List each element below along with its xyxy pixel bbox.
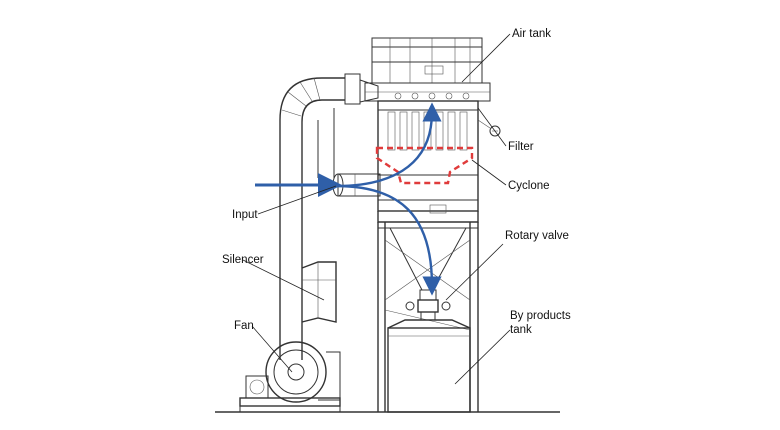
label-input: Input (232, 209, 258, 221)
label-by-products-line1: By products (510, 310, 571, 322)
label-silencer: Silencer (222, 254, 264, 266)
cyclone-outline (375, 146, 474, 185)
label-air-tank: Air tank (512, 28, 551, 40)
label-rotary-valve: Rotary valve (505, 230, 569, 242)
rotary-valve (405, 289, 451, 321)
label-fan: Fan (234, 320, 254, 332)
by-products-tank (387, 319, 471, 413)
downward-flow-arrow (335, 184, 442, 296)
air-tank (364, 37, 491, 102)
label-cyclone: Cyclone (508, 180, 550, 192)
label-by-products-line2: tank (510, 324, 532, 336)
silencer (301, 261, 337, 323)
leader-lines (242, 33, 511, 385)
upward-flow-arrow (335, 102, 442, 188)
fan (239, 341, 341, 412)
label-filter: Filter (508, 141, 534, 153)
exhaust-pipe (279, 73, 379, 360)
flow-arrows (255, 102, 442, 296)
filter-housing (377, 100, 501, 214)
